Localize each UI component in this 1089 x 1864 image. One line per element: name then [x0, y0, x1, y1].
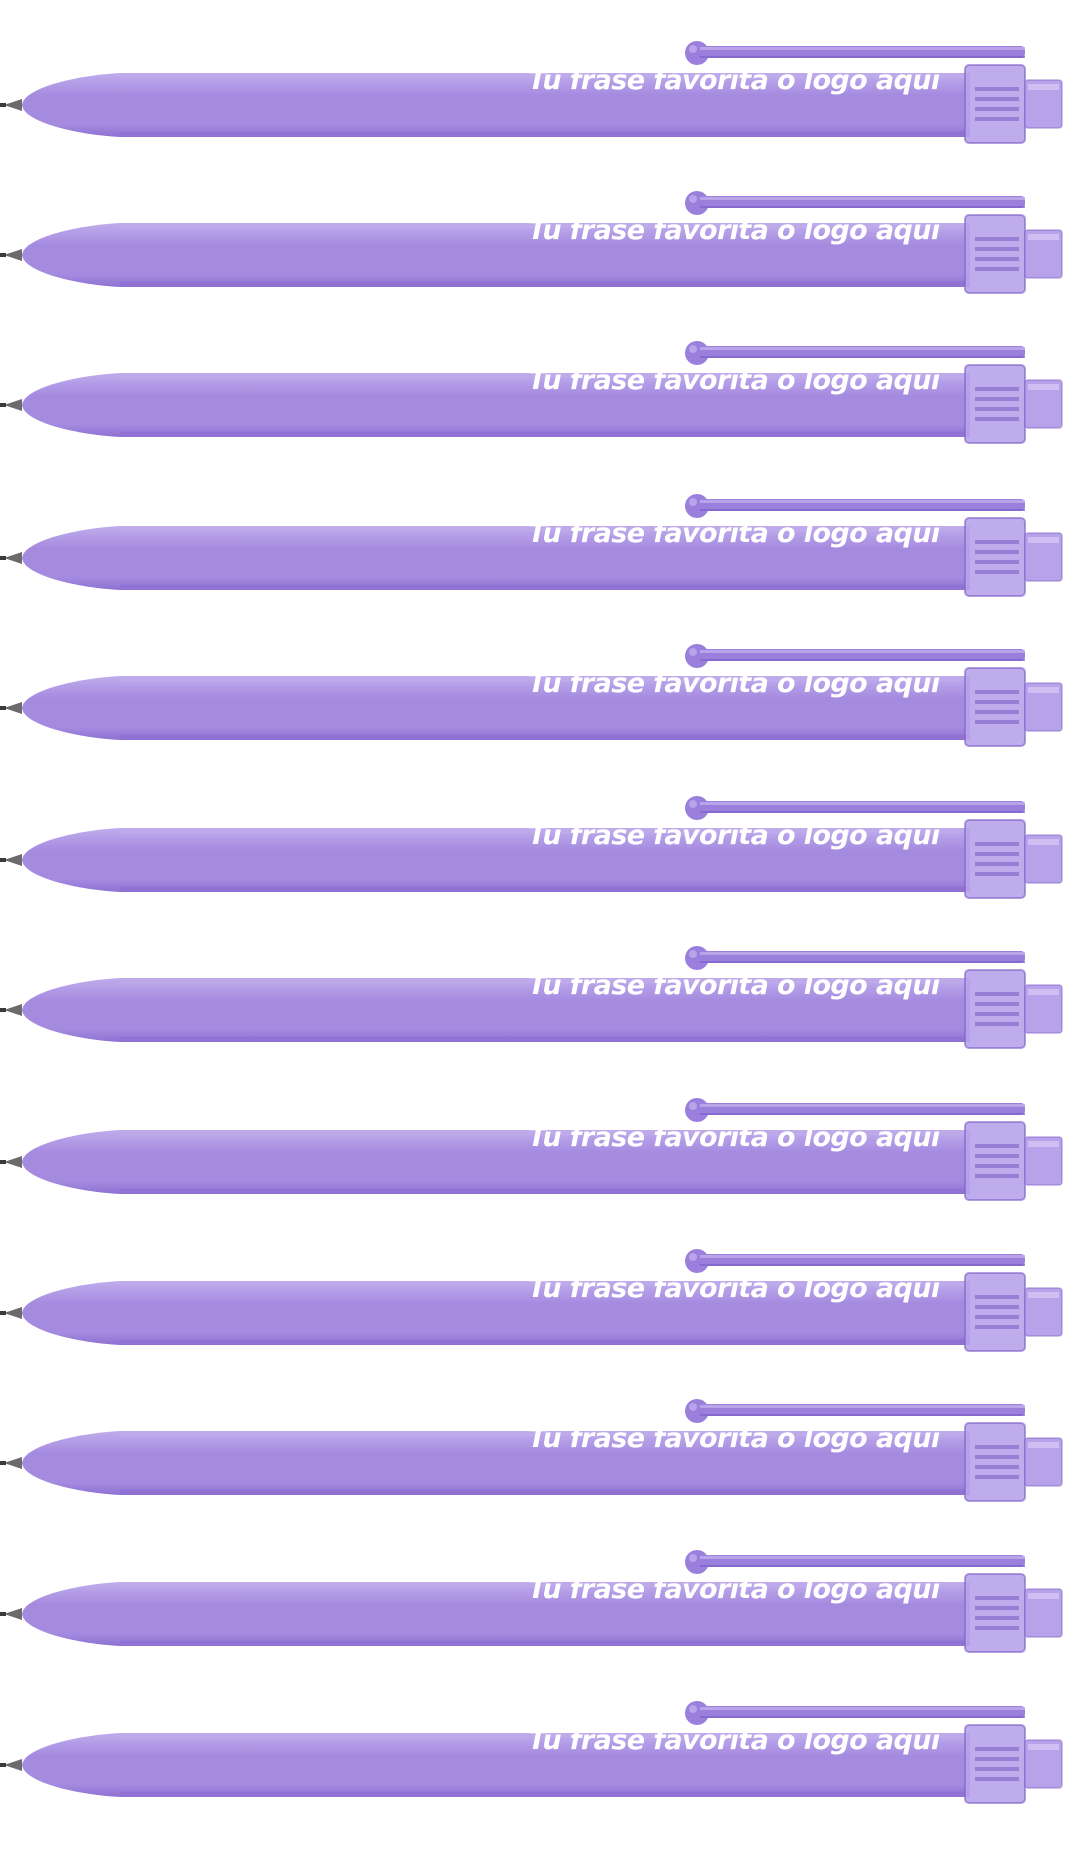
pen-illustration — [0, 41, 1063, 144]
pen-clip — [685, 494, 1025, 518]
pen-barrel — [22, 1431, 970, 1495]
pen-illustration — [0, 494, 1063, 597]
pen-button — [1024, 682, 1063, 732]
pen-grip — [964, 1272, 1026, 1352]
pen-clip — [685, 644, 1025, 668]
pen-clip — [685, 41, 1025, 65]
pen: Tu frase favorita o logo aquí — [0, 1685, 1089, 1804]
pen-illustration — [0, 1550, 1063, 1653]
pen-button — [1024, 1136, 1063, 1186]
pen-illustration — [0, 341, 1063, 444]
pen-button — [1024, 1437, 1063, 1487]
pen-grip — [964, 1121, 1026, 1201]
pen-clip — [685, 1249, 1025, 1273]
pen-imprint-text: Tu frase favorita o logo aquí — [528, 518, 940, 549]
pen-tip — [0, 249, 22, 261]
pen-clip — [685, 946, 1025, 970]
pen-button — [1024, 229, 1063, 279]
pen-grip — [964, 819, 1026, 899]
pen-illustration — [0, 191, 1063, 294]
pen-imprint-text: Tu frase favorita o logo aquí — [528, 365, 940, 396]
pen-barrel — [22, 1281, 970, 1345]
pen: Tu frase favorita o logo aquí — [0, 175, 1089, 294]
pen-illustration — [0, 1399, 1063, 1502]
pen-barrel — [22, 828, 970, 892]
pen-barrel — [22, 1130, 970, 1194]
pen-imprint-text: Tu frase favorita o logo aquí — [528, 1423, 940, 1454]
pen-tip — [0, 1307, 22, 1319]
pen-barrel — [22, 73, 970, 137]
pen-grip — [964, 1573, 1026, 1653]
pen-grip — [964, 517, 1026, 597]
pen-tip — [0, 1156, 22, 1168]
pen: Tu frase favorita o logo aquí — [0, 1534, 1089, 1653]
pen-grip — [964, 1422, 1026, 1502]
pen-imprint-text: Tu frase favorita o logo aquí — [528, 1725, 940, 1756]
pen-grip — [964, 214, 1026, 294]
pen-button — [1024, 79, 1063, 129]
pen-imprint-text: Tu frase favorita o logo aquí — [528, 215, 940, 246]
pen-clip — [685, 1399, 1025, 1423]
pen-tip — [0, 1457, 22, 1469]
pen: Tu frase favorita o logo aquí — [0, 478, 1089, 597]
pen-button — [1024, 532, 1063, 582]
pen-imprint-text: Tu frase favorita o logo aquí — [528, 820, 940, 851]
pen-barrel — [22, 1733, 970, 1797]
pen-grip — [964, 64, 1026, 144]
pen-imprint-text: Tu frase favorita o logo aquí — [528, 65, 940, 96]
pen-grip — [964, 667, 1026, 747]
pen-illustration — [0, 946, 1063, 1049]
pen: Tu frase favorita o logo aquí — [0, 25, 1089, 144]
pen: Tu frase favorita o logo aquí — [0, 780, 1089, 899]
pen: Tu frase favorita o logo aquí — [0, 1082, 1089, 1201]
pen-tip — [0, 854, 22, 866]
pen-clip — [685, 341, 1025, 365]
pen-imprint-text: Tu frase favorita o logo aquí — [528, 668, 940, 699]
pen-button — [1024, 379, 1063, 429]
pen: Tu frase favorita o logo aquí — [0, 628, 1089, 747]
pen-barrel — [22, 1582, 970, 1646]
pen-imprint-text: Tu frase favorita o logo aquí — [528, 1122, 940, 1153]
pen-tip — [0, 552, 22, 564]
pen-grip — [964, 364, 1026, 444]
pen-imprint-text: Tu frase favorita o logo aquí — [528, 1574, 940, 1605]
pen: Tu frase favorita o logo aquí — [0, 1233, 1089, 1352]
pen-illustration — [0, 796, 1063, 899]
pen-tip — [0, 99, 22, 111]
pen-tip — [0, 1608, 22, 1620]
pen: Tu frase favorita o logo aquí — [0, 1383, 1089, 1502]
pen-button — [1024, 984, 1063, 1034]
pen-clip — [685, 1098, 1025, 1122]
pen-illustration — [0, 644, 1063, 747]
pen-clip — [685, 1550, 1025, 1574]
pen-grip — [964, 969, 1026, 1049]
pen-tip — [0, 399, 22, 411]
pen-button — [1024, 834, 1063, 884]
pen-clip — [685, 191, 1025, 215]
pen-illustration — [0, 1098, 1063, 1201]
pen-tip — [0, 1004, 22, 1016]
pen-button — [1024, 1588, 1063, 1638]
pen-clip — [685, 1701, 1025, 1725]
pen-button — [1024, 1287, 1063, 1337]
pen-clip — [685, 796, 1025, 820]
pen-barrel — [22, 526, 970, 590]
pen-tip — [0, 1759, 22, 1771]
pen-illustration — [0, 1249, 1063, 1352]
pen-imprint-text: Tu frase favorita o logo aquí — [528, 1273, 940, 1304]
pen-illustration — [0, 1701, 1063, 1804]
pen-grip — [964, 1724, 1026, 1804]
pen-barrel — [22, 978, 970, 1042]
pen: Tu frase favorita o logo aquí — [0, 930, 1089, 1049]
pen-barrel — [22, 676, 970, 740]
pen-button — [1024, 1739, 1063, 1789]
pen-barrel — [22, 223, 970, 287]
pen-imprint-text: Tu frase favorita o logo aquí — [528, 970, 940, 1001]
pen-tip — [0, 702, 22, 714]
pen-barrel — [22, 373, 970, 437]
pen: Tu frase favorita o logo aquí — [0, 325, 1089, 444]
